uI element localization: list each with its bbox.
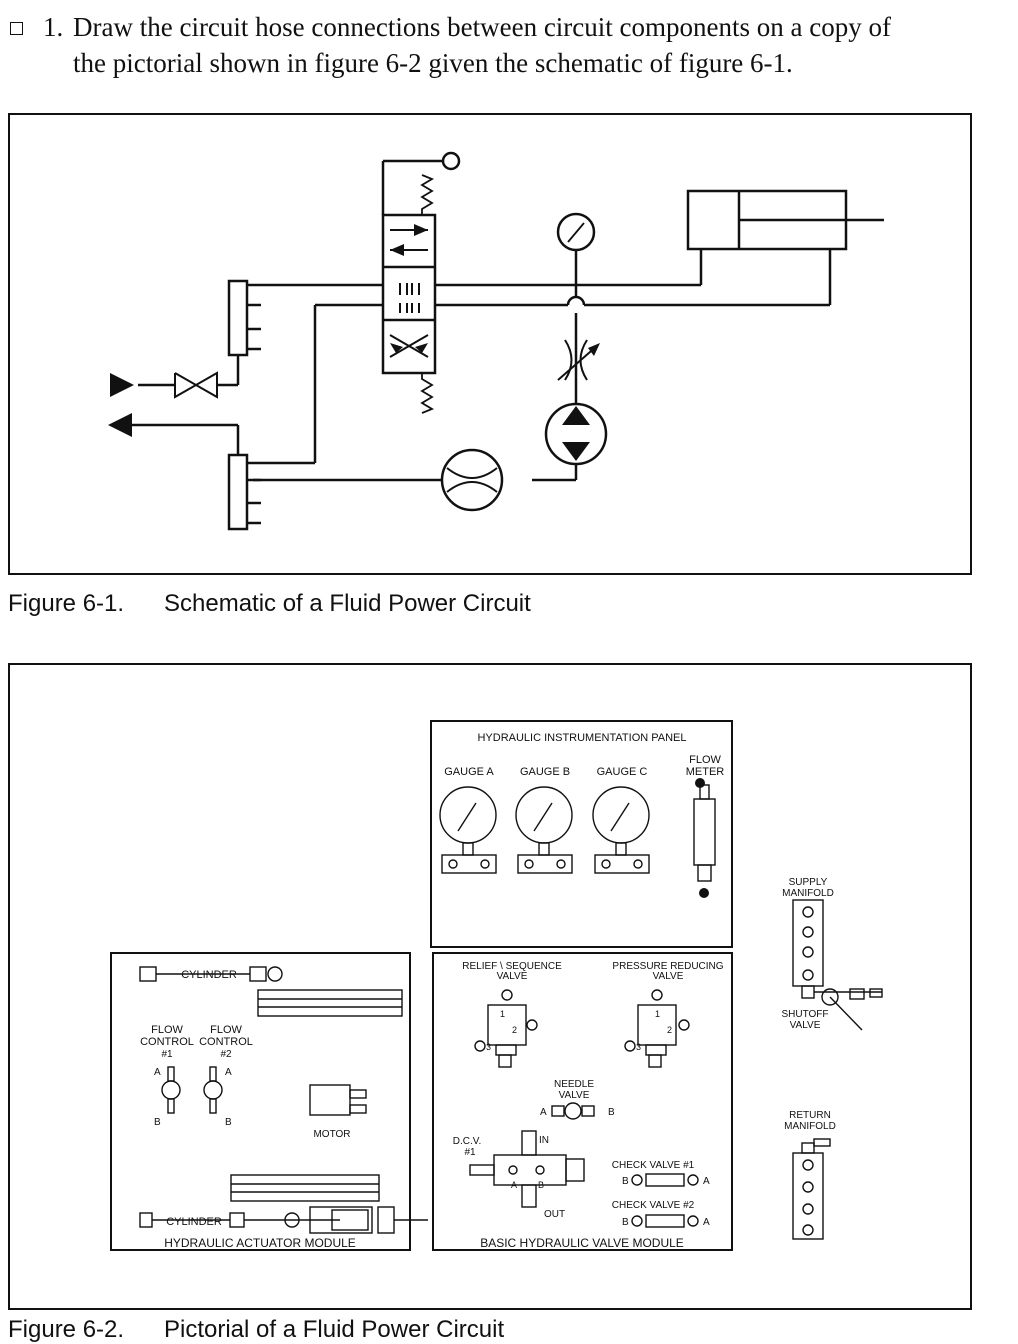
- gauge-b-label: GAUGE B: [520, 766, 570, 778]
- pressure-reducing-label-2: VALVE: [653, 971, 684, 982]
- dcv-port-out: OUT: [544, 1209, 565, 1220]
- fc1-port-a: A: [154, 1067, 161, 1078]
- fc2-port-a: A: [225, 1067, 232, 1078]
- check-valve-2-label: CHECK VALVE #2: [612, 1200, 695, 1211]
- check-valve-2-icon: [645, 1214, 685, 1228]
- actuator-module-title: HYDRAULIC ACTUATOR MODULE: [164, 1236, 356, 1250]
- relief-port-3: 3: [486, 1042, 491, 1052]
- dcv-label-1: D.C.V.: [453, 1136, 482, 1147]
- cylinder-top-label: CYLINDER: [181, 969, 237, 981]
- relief-valve-icon: [487, 1004, 527, 1046]
- figure2-title: Pictorial of a Fluid Power Circuit: [164, 1316, 505, 1343]
- lever-knob-icon: [441, 151, 461, 171]
- pictorial-diagram: HYDRAULIC INSTRUMENTATION PANEL GAUGE A …: [110, 720, 883, 1251]
- actuator-module: [110, 952, 411, 1251]
- check-valve-1-icon: [645, 1173, 685, 1187]
- supply-manifold-label-2: MANIFOLD: [782, 888, 834, 899]
- return-manifold-label-2: MANIFOLD: [784, 1121, 836, 1132]
- valve-module: [432, 952, 733, 1251]
- gauge-b-icon: [515, 786, 573, 874]
- relief-port-2: 2: [512, 1025, 517, 1035]
- valve-module-title: BASIC HYDRAULIC VALVE MODULE: [480, 1236, 684, 1250]
- dcv-port-a: A: [511, 1180, 517, 1190]
- needle-valve-icon: [564, 1102, 582, 1120]
- shutoff-valve-label-2: VALVE: [790, 1020, 821, 1031]
- flow-meter-symbol: [440, 448, 504, 512]
- needle-valve-label-2: VALVE: [559, 1090, 590, 1101]
- supply-manifold-label-1: SUPPLY: [789, 877, 828, 888]
- pictorial-figure: HYDRAULIC INSTRUMENTATION PANEL GAUGE A …: [8, 663, 972, 1310]
- needle-valve-label-1: NEEDLE: [554, 1079, 594, 1090]
- question-text-line2: the pictorial shown in figure 6-2 given …: [73, 48, 793, 78]
- gauge-a-icon: [439, 786, 497, 874]
- needle-port-a: A: [540, 1107, 547, 1118]
- fc2-port-b: B: [225, 1117, 232, 1128]
- check2-port-b: B: [622, 1217, 629, 1228]
- shutoff-valve-symbol: [174, 371, 218, 399]
- figure2-caption: Figure 6-2. Pictorial of a Fluid Power Ci…: [8, 1316, 504, 1344]
- instrumentation-panel: [430, 720, 733, 948]
- dcv-symbol: [381, 213, 437, 375]
- motor-label: MOTOR: [313, 1129, 350, 1140]
- flow-control-1-label: FLOW: [151, 1024, 183, 1036]
- shutoff-valve-label-1: SHUTOFF: [781, 1009, 828, 1020]
- flow-control-2-number: #2: [220, 1049, 232, 1060]
- pressure-port-3: 3: [636, 1042, 641, 1052]
- pressure-port-2: 2: [667, 1025, 672, 1035]
- cylinder-bottom-label: CYLINDER: [166, 1216, 222, 1228]
- supply-manifold-symbol: [227, 279, 249, 357]
- dcv-port-in: IN: [539, 1135, 549, 1146]
- motor-icon: [309, 1084, 351, 1116]
- flow-meter-label-1: FLOW: [689, 754, 721, 766]
- gauge-c-label: GAUGE C: [597, 766, 648, 778]
- flow-control-1-icon: [161, 1080, 181, 1100]
- return-manifold-icon: [792, 1152, 824, 1240]
- return-manifold-label-1: RETURN: [789, 1110, 831, 1121]
- flow-control-1-number: #1: [161, 1049, 173, 1060]
- flow-meter-label-2: METER: [686, 766, 725, 778]
- needle-port-b: B: [608, 1107, 615, 1118]
- checkbox-icon: [10, 22, 23, 35]
- check1-port-a: A: [703, 1176, 710, 1187]
- flow-control-2-icon: [203, 1080, 223, 1100]
- relief-port-1: 1: [500, 1009, 505, 1019]
- check-valve-1-label: CHECK VALVE #1: [612, 1160, 695, 1171]
- question-number: 1.: [43, 12, 64, 42]
- figure1-caption: Figure 6-1. Schematic of a Fluid Power Ci…: [8, 590, 531, 618]
- flow-control-2-label: FLOW: [210, 1024, 242, 1036]
- dcv-port-b: B: [538, 1180, 544, 1190]
- flow-control-2-label-2: CONTROL: [199, 1036, 253, 1048]
- tank-return-icon: [108, 413, 132, 437]
- pump-source-icon: [110, 373, 134, 397]
- figure2-number: Figure 6-2.: [8, 1316, 125, 1343]
- question-text-line1: Draw the circuit hose connections betwee…: [73, 12, 891, 42]
- supply-manifold-icon: [792, 899, 824, 987]
- flow-control-1-label-2: CONTROL: [140, 1036, 194, 1048]
- flow-meter-icon: [693, 784, 716, 882]
- relief-valve-label-2: VALVE: [497, 971, 528, 982]
- return-manifold-symbol: [227, 453, 249, 531]
- check1-port-b: B: [622, 1176, 629, 1187]
- check2-port-a: A: [703, 1217, 710, 1228]
- gauge-c-icon: [592, 786, 650, 874]
- figure1-title: Schematic of a Fluid Power Circuit: [164, 590, 531, 617]
- pressure-reducing-label-1: PRESSURE REDUCING: [612, 961, 723, 972]
- gauge-a-label: GAUGE A: [444, 766, 494, 778]
- instrumentation-panel-title: HYDRAULIC INSTRUMENTATION PANEL: [477, 732, 686, 744]
- relief-valve-label-1: RELIEF \ SEQUENCE: [462, 961, 562, 972]
- fc1-port-b: B: [154, 1117, 161, 1128]
- dcv-label-2: #1: [464, 1147, 476, 1158]
- figure1-number: Figure 6-1.: [8, 590, 125, 617]
- schematic-figure: [8, 113, 972, 575]
- pressure-port-1: 1: [655, 1009, 660, 1019]
- dcv-icon: [493, 1154, 567, 1186]
- shutoff-valve-icon: [821, 988, 839, 1006]
- schematic-diagram: [108, 151, 884, 531]
